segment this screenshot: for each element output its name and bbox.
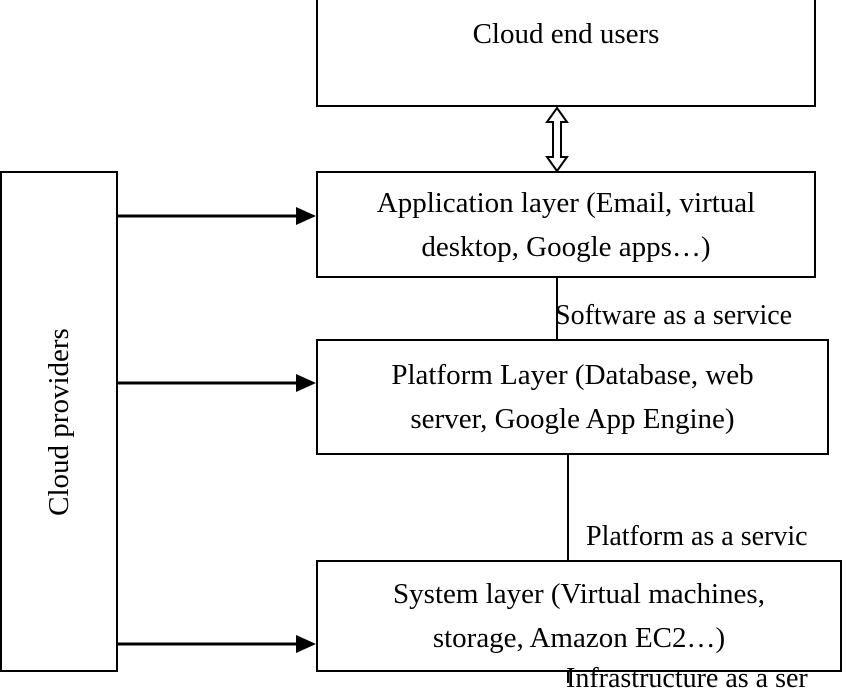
provider-arrow-platform-head <box>296 374 316 392</box>
cloud-end-users-label: Cloud end users <box>472 18 660 50</box>
system-layer-box: System layer (Virtual machines, storage,… <box>316 560 842 672</box>
cloud-providers-box: Cloud providers <box>0 171 118 672</box>
application-layer-line1: Application layer (Email, virtual <box>376 186 756 219</box>
cloud-providers-label: Cloud providers <box>43 327 75 516</box>
provider-arrow-system-head <box>296 635 316 653</box>
cloud-end-users-box: Cloud end users <box>316 0 816 107</box>
paas-label: Platform as a servic <box>586 521 808 552</box>
platform-layer-line2: server, Google App Engine) <box>410 403 735 435</box>
system-layer-line1: System layer (Virtual machines, <box>393 578 765 610</box>
application-layer-line2: desktop, Google apps…) <box>421 230 711 263</box>
iaas-label: Infrastructure as a ser <box>566 663 808 694</box>
platform-layer-line1: Platform Layer (Database, web <box>391 359 754 391</box>
application-layer-box: Application layer (Email, virtual deskto… <box>316 171 816 278</box>
saas-label: Software as a service <box>555 300 793 331</box>
system-layer-line2: storage, Amazon EC2…) <box>432 622 726 654</box>
provider-arrow-app-head <box>296 207 316 225</box>
platform-layer-box: Platform Layer (Database, web server, Go… <box>316 339 829 455</box>
bidirectional-arrow <box>545 106 569 173</box>
